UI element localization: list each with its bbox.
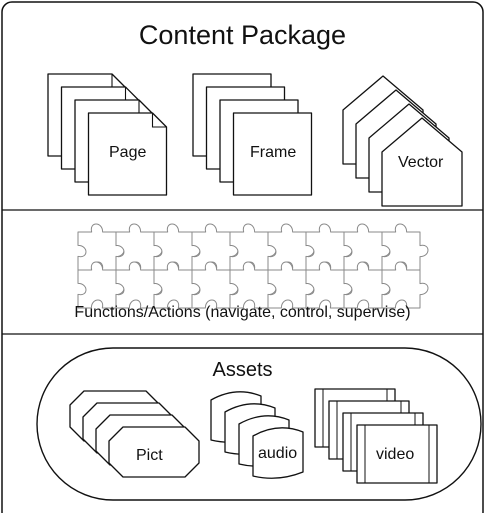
diagram-title: Content Package (138, 20, 347, 50)
page-label: Page (109, 144, 147, 161)
pict-layer (108, 426, 200, 478)
frame-stack-icon (192, 73, 313, 196)
audio-label: audio (258, 445, 298, 462)
assets-container (36, 347, 482, 501)
functions-label: Functions/Actions (navigate, control, su… (74, 304, 411, 321)
page-stack-icon (47, 73, 168, 196)
audio-stack-icon (210, 391, 304, 479)
pict-stack-icon (69, 390, 200, 478)
frame-label: Frame (250, 144, 297, 161)
puzzle-pieces-icon (77, 223, 429, 309)
video-label: video (376, 446, 415, 463)
puzzle-piece (381, 261, 429, 309)
assets-title: Assets (212, 359, 273, 381)
vector-label: Vector (398, 154, 444, 171)
video-frame-layer (356, 424, 438, 484)
page-sheet-layer (87, 112, 168, 196)
frame-sheet-layer (232, 112, 313, 196)
video-stack-icon (314, 388, 438, 484)
vector-stack-icon (342, 75, 463, 207)
vector-sheet-layer (381, 117, 463, 207)
pict-label: Pict (136, 447, 163, 464)
audio-layer (252, 427, 304, 479)
